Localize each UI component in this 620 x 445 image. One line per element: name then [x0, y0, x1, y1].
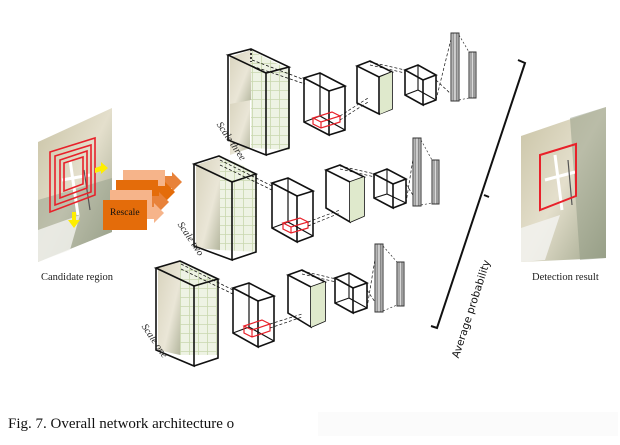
average-bracket	[430, 59, 527, 330]
fc-layers-scale-two	[412, 137, 440, 207]
network-scale-three	[225, 34, 453, 157]
network-scale-two	[191, 139, 417, 262]
yellow-arrow-icon	[68, 162, 108, 228]
rescale-block-front	[103, 200, 164, 230]
detection-result-label: Detection result	[532, 272, 599, 283]
detection-result-image	[521, 107, 606, 262]
fc-layers-scale-one	[374, 243, 405, 313]
caption-obscured-region	[318, 412, 618, 436]
network-scale-one	[153, 246, 378, 368]
candidate-region-label: Candidate region	[41, 272, 114, 283]
figure-caption: Fig. 7. Overall network architecture o	[8, 416, 235, 432]
fc-layers-scale-three	[450, 32, 477, 102]
rescale-blocks	[103, 170, 182, 230]
candidate-boxes	[49, 136, 96, 214]
candidate-region-image	[38, 108, 112, 262]
rescale-label: Rescale	[110, 208, 140, 218]
